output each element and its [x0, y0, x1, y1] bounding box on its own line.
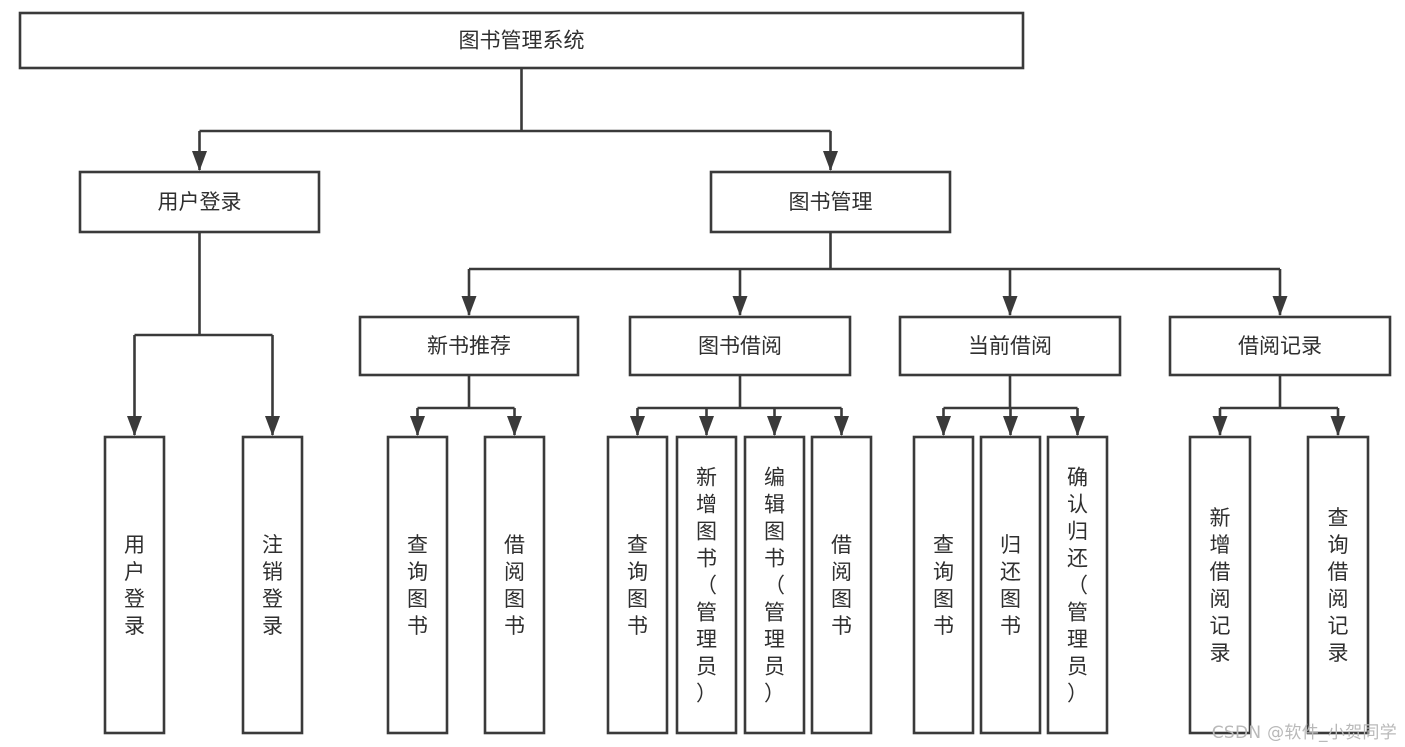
node-borrow-record[interactable]: 借阅记录	[1168, 315, 1392, 377]
node-book-management-label: 图书管理	[789, 190, 873, 214]
node-book-borrow[interactable]: 图书借阅	[628, 315, 852, 377]
arrow-head	[1272, 296, 1288, 316]
node-leaf-edit-book[interactable]: 编辑图书（管理员）	[743, 435, 806, 735]
node-book-borrow-label: 图书借阅	[698, 334, 782, 358]
node-leaf-return-book-label: 归还图书	[1000, 533, 1021, 638]
node-leaf-query-record-label: 查询借阅记录	[1328, 506, 1349, 665]
node-leaf-edit-book-box[interactable]	[743, 435, 806, 735]
node-leaf-query-book-3[interactable]: 查询图书	[912, 435, 975, 735]
node-leaf-query-book-1-box[interactable]	[386, 435, 449, 735]
arrow-head	[732, 296, 748, 316]
node-new-book-recommend-box[interactable]	[358, 315, 580, 377]
arrow-head	[834, 416, 849, 436]
node-leaf-return-book[interactable]: 归还图书	[979, 435, 1042, 735]
arrow-head	[699, 416, 714, 436]
node-leaf-add-record[interactable]: 新增借阅记录	[1188, 435, 1252, 735]
node-book-management[interactable]: 图书管理	[709, 170, 952, 234]
arrow-head	[767, 416, 782, 436]
arrow-head	[192, 151, 207, 171]
arrow-head	[127, 416, 142, 436]
node-leaf-user-login[interactable]: 用户登录	[103, 435, 166, 735]
node-leaf-confirm-return-label: 确认归还（管理员）	[1067, 466, 1088, 706]
node-user-login[interactable]: 用户登录	[78, 170, 321, 234]
node-leaf-query-record-box[interactable]	[1306, 435, 1370, 735]
node-leaf-query-record[interactable]: 查询借阅记录	[1306, 435, 1370, 735]
arrow-head	[461, 296, 477, 316]
node-leaf-user-login-label: 用户登录	[124, 533, 145, 638]
node-leaf-borrow-book-2[interactable]: 借阅图书	[810, 435, 873, 735]
node-leaf-add-book-box[interactable]	[675, 435, 738, 735]
node-leaf-query-book-2-box[interactable]	[606, 435, 669, 735]
node-new-book-recommend-label: 新书推荐	[427, 334, 511, 358]
node-borrow-record-box[interactable]	[1168, 315, 1392, 377]
arrow-head	[936, 416, 951, 436]
node-leaf-query-book-1[interactable]: 查询图书	[386, 435, 449, 735]
node-current-borrow-box[interactable]	[898, 315, 1122, 377]
node-leaf-query-book-2-label: 查询图书	[627, 533, 648, 638]
node-leaf-borrow-book-1-box[interactable]	[483, 435, 546, 735]
arrow-head	[1002, 296, 1018, 316]
arrow-head	[410, 416, 425, 436]
node-leaf-logout-label: 注销登录	[262, 533, 283, 638]
node-leaf-logout[interactable]: 注销登录	[241, 435, 304, 735]
node-new-book-recommend[interactable]: 新书推荐	[358, 315, 580, 377]
arrow-head	[1003, 416, 1018, 436]
arrow-head	[265, 416, 280, 436]
node-leaf-add-book[interactable]: 新增图书（管理员）	[675, 435, 738, 735]
node-leaf-confirm-return[interactable]: 确认归还（管理员）	[1046, 435, 1109, 735]
node-leaf-user-login-box[interactable]	[103, 435, 166, 735]
node-leaf-borrow-book-1[interactable]: 借阅图书	[483, 435, 546, 735]
node-leaf-borrow-book-2-box[interactable]	[810, 435, 873, 735]
node-leaf-add-record-label: 新增借阅记录	[1210, 506, 1231, 665]
node-leaf-borrow-book-1-label: 借阅图书	[504, 533, 525, 638]
node-leaf-return-book-box[interactable]	[979, 435, 1042, 735]
arrow-head	[1070, 416, 1085, 436]
node-book-borrow-box[interactable]	[628, 315, 852, 377]
node-borrow-record-label: 借阅记录	[1238, 334, 1322, 358]
node-leaf-logout-box[interactable]	[241, 435, 304, 735]
node-layer: 图书管理系统用户登录图书管理新书推荐图书借阅当前借阅借阅记录用户登录注销登录查询…	[18, 11, 1392, 735]
arrow-head	[507, 416, 522, 436]
node-leaf-add-book-label: 新增图书（管理员）	[696, 466, 717, 706]
node-leaf-add-record-box[interactable]	[1188, 435, 1252, 735]
arrow-head	[823, 151, 838, 171]
node-book-management-box[interactable]	[709, 170, 952, 234]
node-user-login-box[interactable]	[78, 170, 321, 234]
arrow-head	[1212, 416, 1228, 436]
node-root-label: 图书管理系统	[459, 29, 585, 53]
arrow-head	[630, 416, 645, 436]
node-leaf-query-book-2[interactable]: 查询图书	[606, 435, 669, 735]
arrow-head	[1330, 416, 1346, 436]
node-current-borrow-label: 当前借阅	[968, 334, 1052, 358]
node-leaf-borrow-book-2-label: 借阅图书	[831, 533, 852, 638]
node-leaf-query-book-3-box[interactable]	[912, 435, 975, 735]
node-current-borrow[interactable]: 当前借阅	[898, 315, 1122, 377]
node-leaf-query-book-3-label: 查询图书	[933, 533, 954, 638]
node-leaf-query-book-1-label: 查询图书	[407, 533, 428, 638]
connector-layer	[127, 68, 1346, 436]
node-leaf-edit-book-label: 编辑图书（管理员）	[764, 466, 785, 706]
node-root[interactable]: 图书管理系统	[18, 11, 1025, 70]
node-root-box[interactable]	[18, 11, 1025, 70]
node-leaf-confirm-return-box[interactable]	[1046, 435, 1109, 735]
node-user-login-label: 用户登录	[158, 190, 242, 214]
